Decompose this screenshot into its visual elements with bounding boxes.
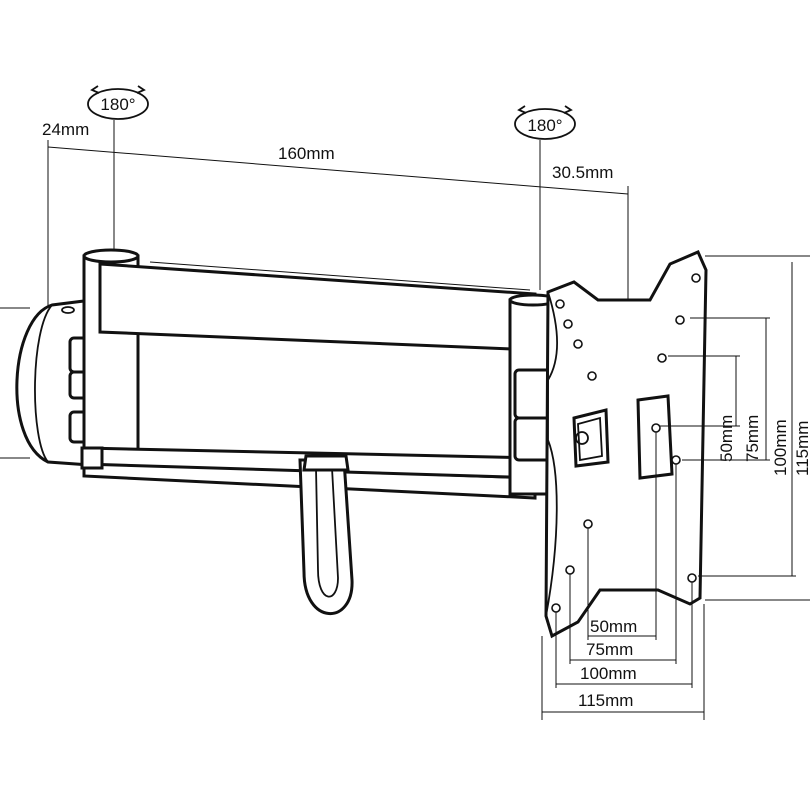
rotation-arrow-right-icon [563,105,573,114]
vertical-75mm-label: 75mm [743,415,762,462]
horizontal-dimensions: 50mm 75mm 100mm 115mm [541,432,705,720]
vertical-100mm-label: 100mm [771,419,790,476]
mounting-hole [551,603,561,613]
horizontal-50mm-label: 50mm [590,617,637,636]
vertical-115mm-label: 115mm [793,421,810,476]
rotation-ellipse-left [87,88,149,120]
rotation-indicator-right: 180° [514,105,576,140]
rotation-label-right: 180° [527,116,562,135]
tilt-knob-icon [575,431,589,445]
mounting-hole [671,455,681,465]
vertical-dimensions: 50mm 75mm 100mm 115mm [660,255,810,601]
vertical-50mm-label: 50mm [717,415,736,462]
mounting-hole [687,573,697,583]
mounting-hole [691,273,701,283]
rotation-ellipse-right [514,108,576,140]
mounting-hole [657,353,667,363]
plate-cutout [636,394,674,480]
upper-arm [98,262,537,352]
mounting-hole [563,319,573,329]
wall-screw-icon [61,306,75,314]
horizontal-115mm-label: 115mm [578,691,633,710]
plate-offset-label: 30.5mm [552,163,613,182]
mounting-hole [651,423,661,433]
rotation-indicator-left: 180° [87,85,149,120]
mounting-hole [587,371,597,381]
mounting-hole [675,315,685,325]
horizontal-100mm-label: 100mm [580,664,637,683]
rotation-label-left: 180° [100,95,135,114]
mounting-hole [565,565,575,575]
mounting-hole [555,299,565,309]
rotation-arrow-right-icon [136,85,146,94]
arm-length-dimension-line [47,146,629,195]
rotation-arrow-left-icon [90,85,100,94]
cable-clip-body [298,458,354,616]
vesa-plate-body [544,250,708,639]
vesa-plate [544,250,708,639]
wall-offset-label: 24mm [42,120,89,139]
mounting-hole [583,519,593,529]
cable-clip [298,454,354,616]
mounting-hole [573,339,583,349]
arm-length-label: 160mm [278,144,335,163]
rotation-arrow-left-icon [517,105,527,114]
top-dimension-lines: 24mm 160mm 30.5mm [42,120,629,310]
left-pivot-cap [82,248,140,264]
horizontal-75mm-label: 75mm [586,640,633,659]
right-hinge [508,293,558,496]
